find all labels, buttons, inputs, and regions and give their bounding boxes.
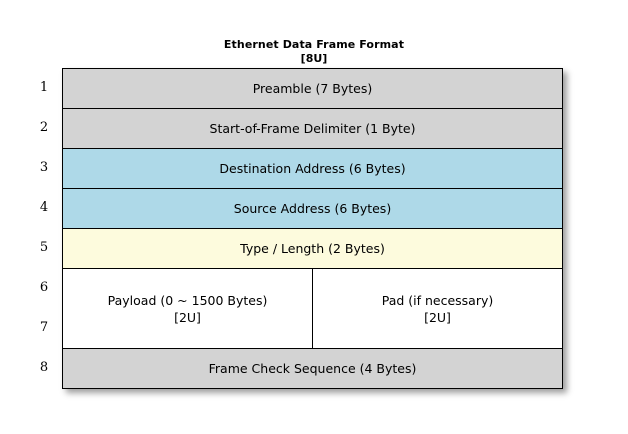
row-number-gutter: 1 2 3 4 5 6 7 8 [32,68,56,388]
field-payload-sublabel: [2U] [174,309,201,325]
row-number-4: 4 [39,200,49,215]
field-source-address: Source Address (6 Bytes) [62,188,563,229]
ethernet-frame-diagram: Preamble (7 Bytes) Start-of-Frame Delimi… [62,68,563,389]
field-pad-sublabel: [2U] [424,309,451,325]
table-row: Source Address (6 Bytes) [62,188,563,229]
page-subtitle: [8U] [300,52,328,65]
table-row: Start-of-Frame Delimiter (1 Byte) [62,108,563,149]
field-destination-address: Destination Address (6 Bytes) [62,148,563,189]
row-number-2: 2 [39,120,49,135]
field-pad: Pad (if necessary) [2U] [312,268,563,349]
frame-format-table: Preamble (7 Bytes) Start-of-Frame Delimi… [62,68,563,389]
field-payload: Payload (0 ~ 1500 Bytes) [2U] [62,268,313,349]
table-row: Payload (0 ~ 1500 Bytes) [2U] Pad (if ne… [62,268,563,349]
row-number-3: 3 [39,160,49,175]
field-preamble: Preamble (7 Bytes) [62,68,563,109]
field-payload-label: Payload (0 ~ 1500 Bytes) [107,292,268,308]
field-pad-label: Pad (if necessary) [381,292,494,308]
table-row: Type / Length (2 Bytes) [62,228,563,269]
table-row: Frame Check Sequence (4 Bytes) [62,348,563,389]
diagram-title-block: Ethernet Data Frame Format [8U] [0,38,628,66]
row-number-6: 6 [39,280,49,295]
field-frame-check-sequence: Frame Check Sequence (4 Bytes) [62,348,563,389]
row-number-5: 5 [39,240,49,255]
table-row: Preamble (7 Bytes) [62,68,563,109]
table-row: Destination Address (6 Bytes) [62,148,563,189]
row-number-7: 7 [39,320,49,335]
page-title: Ethernet Data Frame Format [223,38,405,51]
row-number-1: 1 [39,80,49,95]
row-number-8: 8 [39,360,49,375]
field-type-length: Type / Length (2 Bytes) [62,228,563,269]
field-start-of-frame-delimiter: Start-of-Frame Delimiter (1 Byte) [62,108,563,149]
